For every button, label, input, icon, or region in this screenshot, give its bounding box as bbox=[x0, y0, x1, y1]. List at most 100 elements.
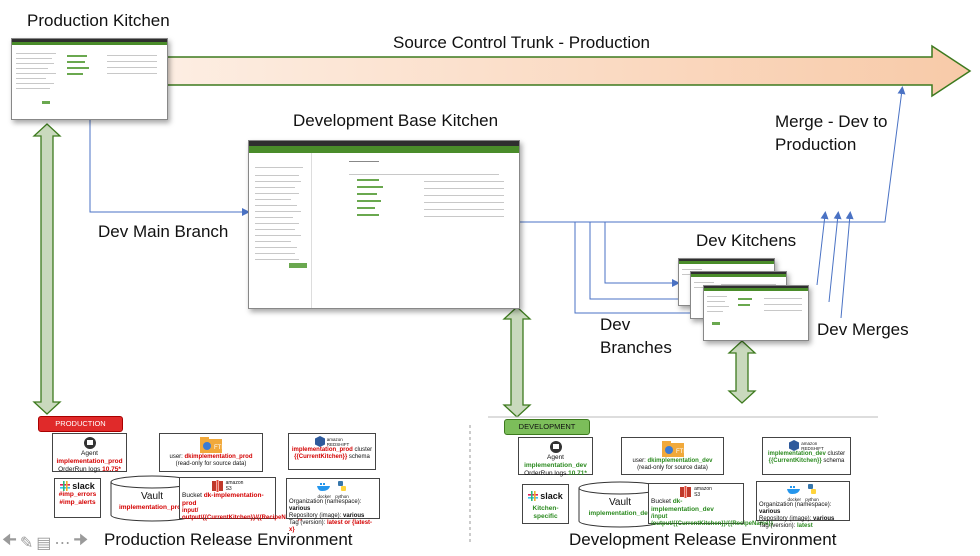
nav-forward-icon[interactable]: 🠊 bbox=[73, 532, 89, 549]
s3-icon bbox=[211, 480, 223, 492]
dev-base-kitchen-screenshot bbox=[248, 140, 520, 309]
dev-docker-tag: latest bbox=[797, 523, 813, 529]
dev-orderrun-prefix: OrderRun logs bbox=[524, 470, 569, 477]
ftp-folder-icon: FTP bbox=[200, 437, 223, 453]
prod-redshift-suffix: cluster bbox=[352, 447, 373, 453]
dev-docker-icon bbox=[787, 485, 801, 494]
development-badge: DEVELOPMENT bbox=[504, 419, 590, 435]
production-double-arrow bbox=[32, 123, 62, 415]
dev-docker-repo: various bbox=[813, 516, 835, 522]
prod-vault-name: implementation_prod bbox=[118, 504, 186, 511]
redshift-icon bbox=[314, 436, 325, 447]
dev-redshift-logo-bottom: REDSHIFT bbox=[801, 445, 824, 451]
merge-dev-to-prod-label: Merge - Dev to Production bbox=[775, 112, 888, 154]
svg-text:FTP: FTP bbox=[214, 445, 223, 451]
dev-redshift-icon bbox=[789, 440, 800, 451]
production-kitchen-screenshot bbox=[11, 38, 168, 120]
production-env-title: Production Release Environment bbox=[104, 530, 353, 549]
dev-docker-org: various bbox=[759, 509, 781, 515]
prod-ftp-user: dkimplementation_prod bbox=[184, 454, 253, 460]
dev-redshift-suffix: cluster bbox=[825, 451, 846, 457]
dev-agent-card: Agent implementation_dev OrderRun logs 1… bbox=[518, 437, 593, 477]
dev-s3-line2: /input bbox=[651, 514, 668, 520]
dev-ftp-user: dkimplementation_dev bbox=[647, 458, 713, 464]
production-kitchen-label: Production Kitchen bbox=[27, 11, 170, 30]
dev-branches-label: Dev Branches bbox=[600, 315, 672, 357]
prod-agent-prefix: Agent bbox=[81, 450, 98, 457]
dev-python-icon bbox=[807, 484, 816, 494]
dev-agent-version: 10.71* bbox=[568, 470, 587, 477]
dev-docker-tag-prefix: Tag (version): bbox=[759, 523, 798, 529]
prod-python-logo: python bbox=[335, 494, 349, 499]
prod-docker-repo: various bbox=[343, 513, 365, 519]
prod-docker-org: various bbox=[289, 506, 311, 512]
dev-redshift-schema: {{CurrentKitchen}} bbox=[768, 458, 822, 464]
prod-docker-tag-prefix: Tag (version): bbox=[289, 520, 328, 526]
prod-agent-name: implementation_prod bbox=[56, 458, 123, 465]
dev-docker-repo-prefix: Repository (image): bbox=[759, 516, 814, 522]
prod-orderrun-prefix: OrderRun logs bbox=[58, 466, 103, 473]
prod-docker-card: docker python Organization (namespace): … bbox=[286, 478, 380, 533]
dev-main-branch-line bbox=[89, 86, 906, 319]
prod-ftp-prefix: user: bbox=[169, 454, 185, 460]
comment-icon[interactable]: ▤ bbox=[36, 534, 52, 552]
production-badge: PRODUCTION bbox=[38, 416, 123, 432]
dev-kitchens-label: Dev Kitchens bbox=[696, 231, 797, 250]
prod-s3-logo-top: amazon bbox=[225, 480, 244, 486]
prod-s3-bucket-prefix: Bucket bbox=[182, 492, 204, 499]
prod-docker-org-prefix: Organization (namespace): bbox=[289, 499, 362, 505]
prod-redshift-schema: {{CurrentKitchen}} bbox=[294, 454, 348, 460]
dev-redshift-logo-top: amazon bbox=[801, 440, 818, 446]
prod-s3-bucket: dk-implementation-prod bbox=[182, 492, 264, 507]
dev-redshift-name: implementation_dev bbox=[767, 451, 826, 457]
dev-vault-title: Vault bbox=[608, 497, 632, 508]
prod-ftp-card: FTP user: dkimplementation_prod (read-on… bbox=[159, 433, 263, 472]
dev-ftp-note: (read-only for source data) bbox=[637, 465, 708, 471]
dev-s3-bucket-prefix: Bucket bbox=[651, 498, 673, 505]
prod-redshift-schema-suffix: schema bbox=[347, 454, 370, 460]
dev-vault-name: implementation_dev bbox=[588, 510, 652, 517]
dev-merges-label: Dev Merges bbox=[817, 320, 909, 339]
agent-chef-icon bbox=[83, 437, 96, 449]
prod-agent-card: Agent implementation_prod OrderRun logs … bbox=[52, 433, 127, 473]
prod-docker-tag: latest or {latest-x} bbox=[289, 520, 373, 533]
dev-docker-card: docker python Organization (namespace): … bbox=[756, 481, 850, 529]
dev-ftp-prefix: user: bbox=[632, 458, 648, 464]
prod-s3-line3: output/{{CurrentKitchen}}/{{RecipeName}} bbox=[182, 515, 303, 521]
nav-back-icon[interactable]: 🠈 bbox=[2, 532, 17, 549]
trunk-label: Source Control Trunk - Production bbox=[393, 33, 651, 52]
pen-icon[interactable]: ✎ bbox=[19, 534, 34, 552]
dev-main-branch-label: Dev Main Branch bbox=[98, 222, 229, 241]
prod-slack-card: slack #imp_errors #imp_alerts bbox=[54, 478, 101, 518]
prod-agent-version: 10.75* bbox=[102, 466, 121, 473]
prod-docker-repo-prefix: Repository (image): bbox=[289, 513, 344, 519]
more-icon[interactable]: ⋯ bbox=[54, 534, 71, 552]
dev-slack-card: slack Kitchen-specific bbox=[522, 484, 569, 524]
dev-docker-org-prefix: Organization (namespace): bbox=[759, 502, 832, 508]
dev-base-kitchen-label: Development Base Kitchen bbox=[293, 111, 499, 130]
prod-slack-channel1: #imp_errors bbox=[58, 491, 97, 498]
prod-s3-logo-bottom: S3 bbox=[225, 486, 232, 492]
dev-slack-logo: slack bbox=[540, 491, 563, 501]
prod-vault-title: Vault bbox=[140, 491, 164, 502]
prod-slack-channel2: #imp_alerts bbox=[59, 499, 96, 506]
prod-slack-logo: slack bbox=[72, 481, 95, 491]
prod-s3-line2: input/ bbox=[182, 508, 199, 514]
dev-slack-channel1: Kitchen-specific bbox=[532, 505, 559, 520]
svg-text:FTP: FTP bbox=[676, 449, 685, 455]
dev-ftp-card: FTP user: dkimplementation_dev (read-onl… bbox=[621, 437, 724, 475]
dev-vault-cylinder bbox=[578, 481, 662, 528]
dev-docker-logo: docker bbox=[787, 496, 801, 502]
development-env-title: Development Release Environment bbox=[569, 530, 837, 549]
dev-s3-bucket: dk-implementation_dev bbox=[651, 498, 714, 513]
dev-python-logo: python bbox=[805, 497, 819, 502]
slack-icon bbox=[60, 481, 71, 491]
docker-icon bbox=[317, 482, 331, 491]
dev-ftp-folder-icon: FTP bbox=[661, 441, 685, 457]
dev-kitchens-double-arrow bbox=[727, 340, 757, 404]
prod-redshift-logo-bottom: REDSHIFT bbox=[326, 441, 350, 447]
